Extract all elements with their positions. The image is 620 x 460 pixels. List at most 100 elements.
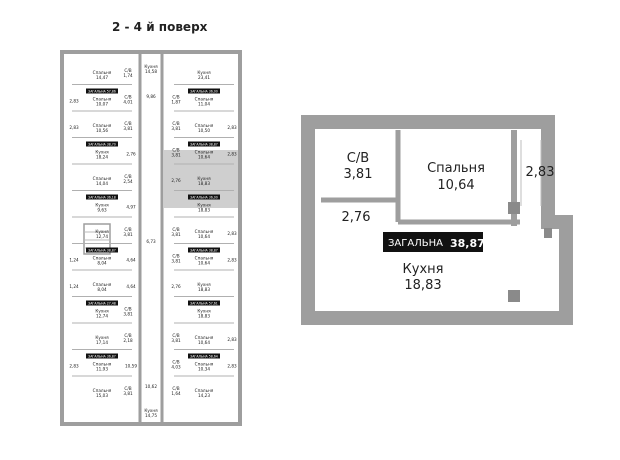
overview-room-area: 12,74 — [96, 234, 108, 239]
overview-center-room-name: Кухня — [144, 408, 158, 413]
overview-bath-name: С/В — [124, 95, 131, 100]
overview-bath-area: 4,01 — [123, 100, 133, 105]
overview-balcony-area: 2,83 — [227, 231, 237, 236]
overview-room-area: 11,93 — [96, 367, 108, 372]
overview-area-tag — [86, 300, 118, 306]
overview-hall-area: 4,64 — [126, 258, 136, 263]
unit-plan: С/В 3,81 Спальня 10,64 2,83 2,76 ЗАГАЛЬН… — [301, 115, 573, 325]
overview-area-tag-text: ЗАГАЛЬНА 27,48 — [88, 302, 116, 306]
overview-room-name: Спальня — [195, 97, 214, 102]
overview-room-name: Кухня — [197, 70, 211, 75]
bath-name: С/В — [347, 151, 369, 166]
overview-balcony-area: 1,24 — [69, 284, 79, 289]
overview-rows: Спальня14,47С/В1,74Спальня10,07С/В4,012,… — [69, 64, 237, 418]
overview-room-name: Кухня — [197, 203, 211, 208]
overview-bath-name: С/В — [124, 307, 131, 312]
overview-balcony-area: 2,83 — [227, 152, 237, 157]
overview-bath-area: 3,81 — [123, 391, 133, 396]
overview-room-name: Спальня — [93, 176, 112, 181]
overview-area-tag — [188, 247, 220, 253]
overview-center-room-area: 14,58 — [145, 69, 157, 74]
overview-bath-name: С/В — [124, 121, 131, 126]
overview-area-tag — [188, 353, 220, 359]
overview-hall-area: 2,76 — [171, 284, 181, 289]
overview-area-tag-text: ЗАГАЛЬНА 58,64 — [190, 355, 218, 359]
overview-room-name: Кухня — [197, 176, 211, 181]
overview-area-tag — [86, 353, 118, 359]
overview-bath-area: 3,81 — [171, 153, 181, 158]
overview-balcony-area: 2,83 — [227, 337, 237, 342]
overview-area-tag-text: ЗАГАЛЬНА 38,87 — [190, 249, 218, 253]
overview-hall-area: 2,76 — [171, 178, 181, 183]
overview-room-area: 10,64 — [198, 155, 210, 160]
column-square — [544, 228, 552, 238]
overview-room-name: Спальня — [93, 123, 112, 128]
overview-center-room-name: Кухня — [144, 64, 158, 69]
overview-balcony-area: 2,83 — [69, 364, 79, 369]
overview-area-tag — [86, 141, 118, 147]
overview-bath-area: 3,81 — [123, 312, 133, 317]
floor-title: 2 - 4 й поверх — [112, 20, 208, 34]
overview-room-name: Спальня — [195, 150, 214, 155]
overview-bath-name: С/В — [124, 333, 131, 338]
overview-room-name: Спальня — [195, 362, 214, 367]
overview-room-area: 14,04 — [96, 181, 108, 186]
overview-room-area: 9,63 — [97, 208, 107, 213]
overview-area-tag-text: ЗАГАЛЬНА 38,87 — [88, 249, 116, 253]
overview-room-name: Спальня — [93, 282, 112, 287]
overview-balcony-area: 2,83 — [69, 125, 79, 130]
overview-room-area: 10,64 — [198, 234, 210, 239]
bedroom-area: 10,64 — [437, 178, 474, 193]
overview-room-name: Кухня — [197, 282, 211, 287]
overview-room-name: Кухня — [95, 335, 109, 340]
overview-bath-name: С/В — [124, 386, 131, 391]
overview-room-area: 10,34 — [198, 367, 210, 372]
column-square — [508, 202, 520, 214]
overview-balcony-area: 2,83 — [227, 258, 237, 263]
overview-balcony-area: 2,83 — [227, 364, 237, 369]
kitchen-area: 18,83 — [404, 278, 441, 293]
overview-area-tag — [86, 247, 118, 253]
overview-corridor-area: 10,62 — [145, 384, 157, 389]
overview-bath-area: 1,87 — [171, 100, 181, 105]
overview-bath-name: С/В — [172, 254, 179, 259]
overview-room-area: 12,74 — [96, 314, 108, 319]
overview-bath-area: 3,81 — [123, 232, 133, 237]
overview-area-tag-text: ЗАГАЛЬНА 57,61 — [190, 302, 218, 306]
overview-outer-wall — [60, 50, 242, 426]
overview-room-area: 14,47 — [96, 75, 108, 80]
total-area-tag — [383, 232, 483, 252]
overview-corridor-area: 6,73 — [146, 239, 156, 244]
overview-room-area: 18,24 — [96, 155, 108, 160]
overview-bath-name: С/В — [124, 227, 131, 232]
overview-bath-area: 1,64 — [171, 391, 181, 396]
overview-room-name: Кухня — [95, 150, 109, 155]
column-square — [508, 290, 520, 302]
overview-bath-name: С/В — [172, 333, 179, 338]
overview-plan: Спальня14,47С/В1,74Спальня10,07С/В4,012,… — [60, 50, 242, 426]
overview-bath-area: 3,81 — [123, 126, 133, 131]
overview-room-name: Спальня — [195, 388, 214, 393]
overview-bath-area: 3,81 — [171, 126, 181, 131]
overview-room-area: 8,04 — [97, 261, 107, 266]
overview-corridor-area: 9,86 — [146, 94, 156, 99]
overview-room-name: Спальня — [195, 123, 214, 128]
overview-area-tag-text: ЗАГАЛЬНА 36,87 — [88, 355, 116, 359]
overview-area-tag-text: ЗАГАЛЬНА 36,18 — [88, 196, 116, 200]
overview-bath-area: 3,81 — [171, 338, 181, 343]
overview-bath-name: С/В — [172, 148, 179, 153]
overview-room-name: Кухня — [95, 203, 109, 208]
overview-room-area: 18,83 — [198, 208, 210, 213]
overview-area-tag-text: ЗАГАЛЬНА 36,00 — [190, 90, 218, 94]
overview-room-name: Спальня — [195, 229, 214, 234]
overview-room-name: Спальня — [195, 256, 214, 261]
overview-bath-area: 3,81 — [171, 232, 181, 237]
overview-area-tag — [86, 194, 118, 200]
balcony-area: 2,83 — [526, 165, 555, 180]
overview-bath-name: С/В — [172, 227, 179, 232]
total-value: 38,87 — [450, 237, 485, 250]
overview-center-room-area: 14,75 — [145, 413, 157, 418]
hall-area: 2,76 — [342, 210, 371, 225]
overview-room-name: Спальня — [93, 362, 112, 367]
